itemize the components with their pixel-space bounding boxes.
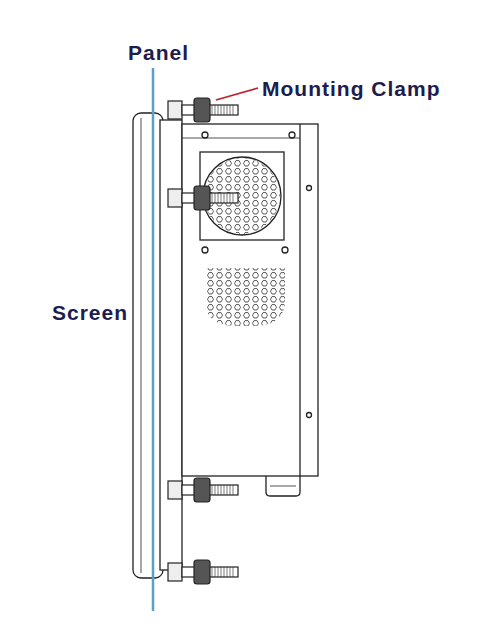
screen-bezel [133,113,163,578]
latch [266,476,300,496]
housing [182,124,318,476]
mounting-clamp [168,186,238,210]
part-label: Screen [52,302,128,323]
mounting-clamp [168,478,238,502]
panel [152,68,155,611]
leader-line [216,88,258,100]
part-label: Panel [128,42,189,63]
vent-holes [205,268,285,326]
mounting-clamp [168,560,238,584]
rear-flange [160,120,182,570]
mounting-clamp [168,98,238,122]
part-label: Mounting Clamp [262,78,440,99]
